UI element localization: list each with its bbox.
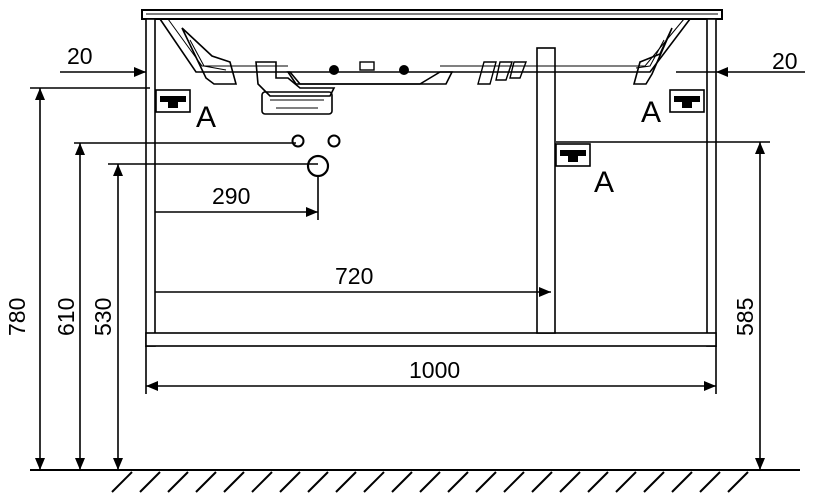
cabinet-right-wall bbox=[706, 18, 717, 347]
dim-overhang-left: 20 bbox=[60, 43, 156, 84]
dim-overhang-right: 20 bbox=[676, 48, 805, 84]
dim-inner-width-label: 720 bbox=[335, 263, 373, 289]
dim-drain-offset: 290 bbox=[155, 176, 319, 220]
dim-height-drain-label: 610 bbox=[53, 298, 79, 336]
dim-height-drain: 610 bbox=[53, 142, 296, 470]
dim-overhang-right-label: 20 bbox=[772, 48, 798, 74]
drain-fitting-left bbox=[329, 65, 339, 75]
bracket-left bbox=[155, 89, 191, 113]
dim-cabinet-width: 1000 bbox=[145, 346, 717, 394]
dim-height-total-label: 780 bbox=[4, 298, 30, 336]
cabinet bbox=[141, 9, 723, 347]
dim-inner-width: 720 bbox=[155, 263, 551, 297]
cabinet-left-wall bbox=[145, 18, 156, 347]
water-inlet-hot bbox=[291, 134, 305, 148]
floor-hatching bbox=[111, 471, 749, 493]
dim-drain-offset-label: 290 bbox=[212, 183, 250, 209]
water-inlet-cold bbox=[327, 134, 341, 148]
marker-shelf-label: A bbox=[594, 166, 614, 199]
marker-right-label: A bbox=[641, 96, 661, 129]
cabinet-bottom-board bbox=[145, 332, 717, 347]
dim-height-total: 780 bbox=[4, 87, 150, 470]
dim-overhang-left-label: 20 bbox=[67, 43, 93, 69]
dim-cabinet-width-label: 1000 bbox=[409, 357, 460, 383]
floor bbox=[30, 469, 800, 493]
cabinet-partition bbox=[536, 47, 556, 334]
dim-height-waste: 530 bbox=[90, 163, 318, 470]
bracket-right bbox=[669, 89, 705, 113]
water-inlets bbox=[291, 134, 341, 148]
bracket-shelf bbox=[555, 143, 591, 167]
dim-height-shelf: 585 bbox=[556, 141, 770, 470]
dim-height-shelf-label: 585 bbox=[732, 298, 758, 336]
dim-height-waste-label: 530 bbox=[90, 298, 116, 336]
drain-fitting-right bbox=[399, 65, 409, 75]
basin bbox=[159, 18, 691, 115]
marker-left-label: A bbox=[196, 101, 216, 134]
waste-outlet bbox=[306, 154, 330, 178]
